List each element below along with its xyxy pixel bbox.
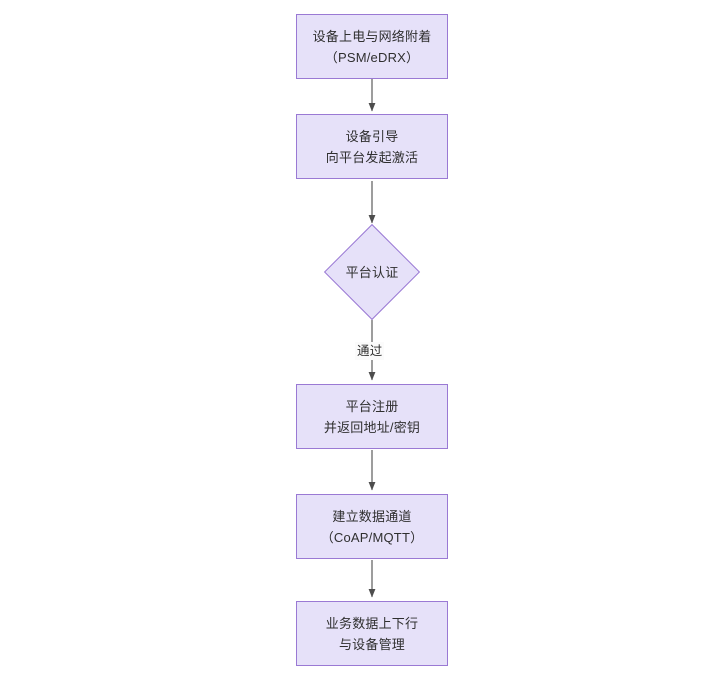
node-establish-data-channel[interactable]: 建立数据通道 （CoAP/MQTT）	[296, 494, 448, 559]
node-label-line1: 设备上电与网络附着	[312, 28, 432, 44]
node-label-line2: （CoAP/MQTT）	[320, 529, 424, 545]
node-label-line2: 向平台发起激活	[325, 149, 419, 165]
node-device-bootstrap[interactable]: 设备引导 向平台发起激活	[296, 114, 448, 179]
node-platform-auth-decision[interactable]: 平台认证	[323, 223, 421, 321]
node-label-line1: 建立数据通道	[332, 508, 412, 524]
node-platform-register[interactable]: 平台注册 并返回地址/密钥	[296, 384, 448, 449]
node-label-line1: 平台注册	[345, 398, 399, 414]
node-business-data-and-device-management[interactable]: 业务数据上下行 与设备管理	[296, 601, 448, 666]
node-label-line2: （PSM/eDRX）	[324, 49, 420, 65]
node-device-power-on[interactable]: 设备上电与网络附着 （PSM/eDRX）	[296, 14, 448, 79]
edge-label-pass: 通过	[355, 342, 385, 360]
node-label-line1: 平台认证	[345, 265, 399, 280]
node-label-line2: 并返回地址/密钥	[323, 419, 421, 435]
node-label-line2: 与设备管理	[338, 636, 405, 652]
node-label-line1: 业务数据上下行	[325, 615, 419, 631]
node-label-line1: 设备引导	[345, 128, 399, 144]
